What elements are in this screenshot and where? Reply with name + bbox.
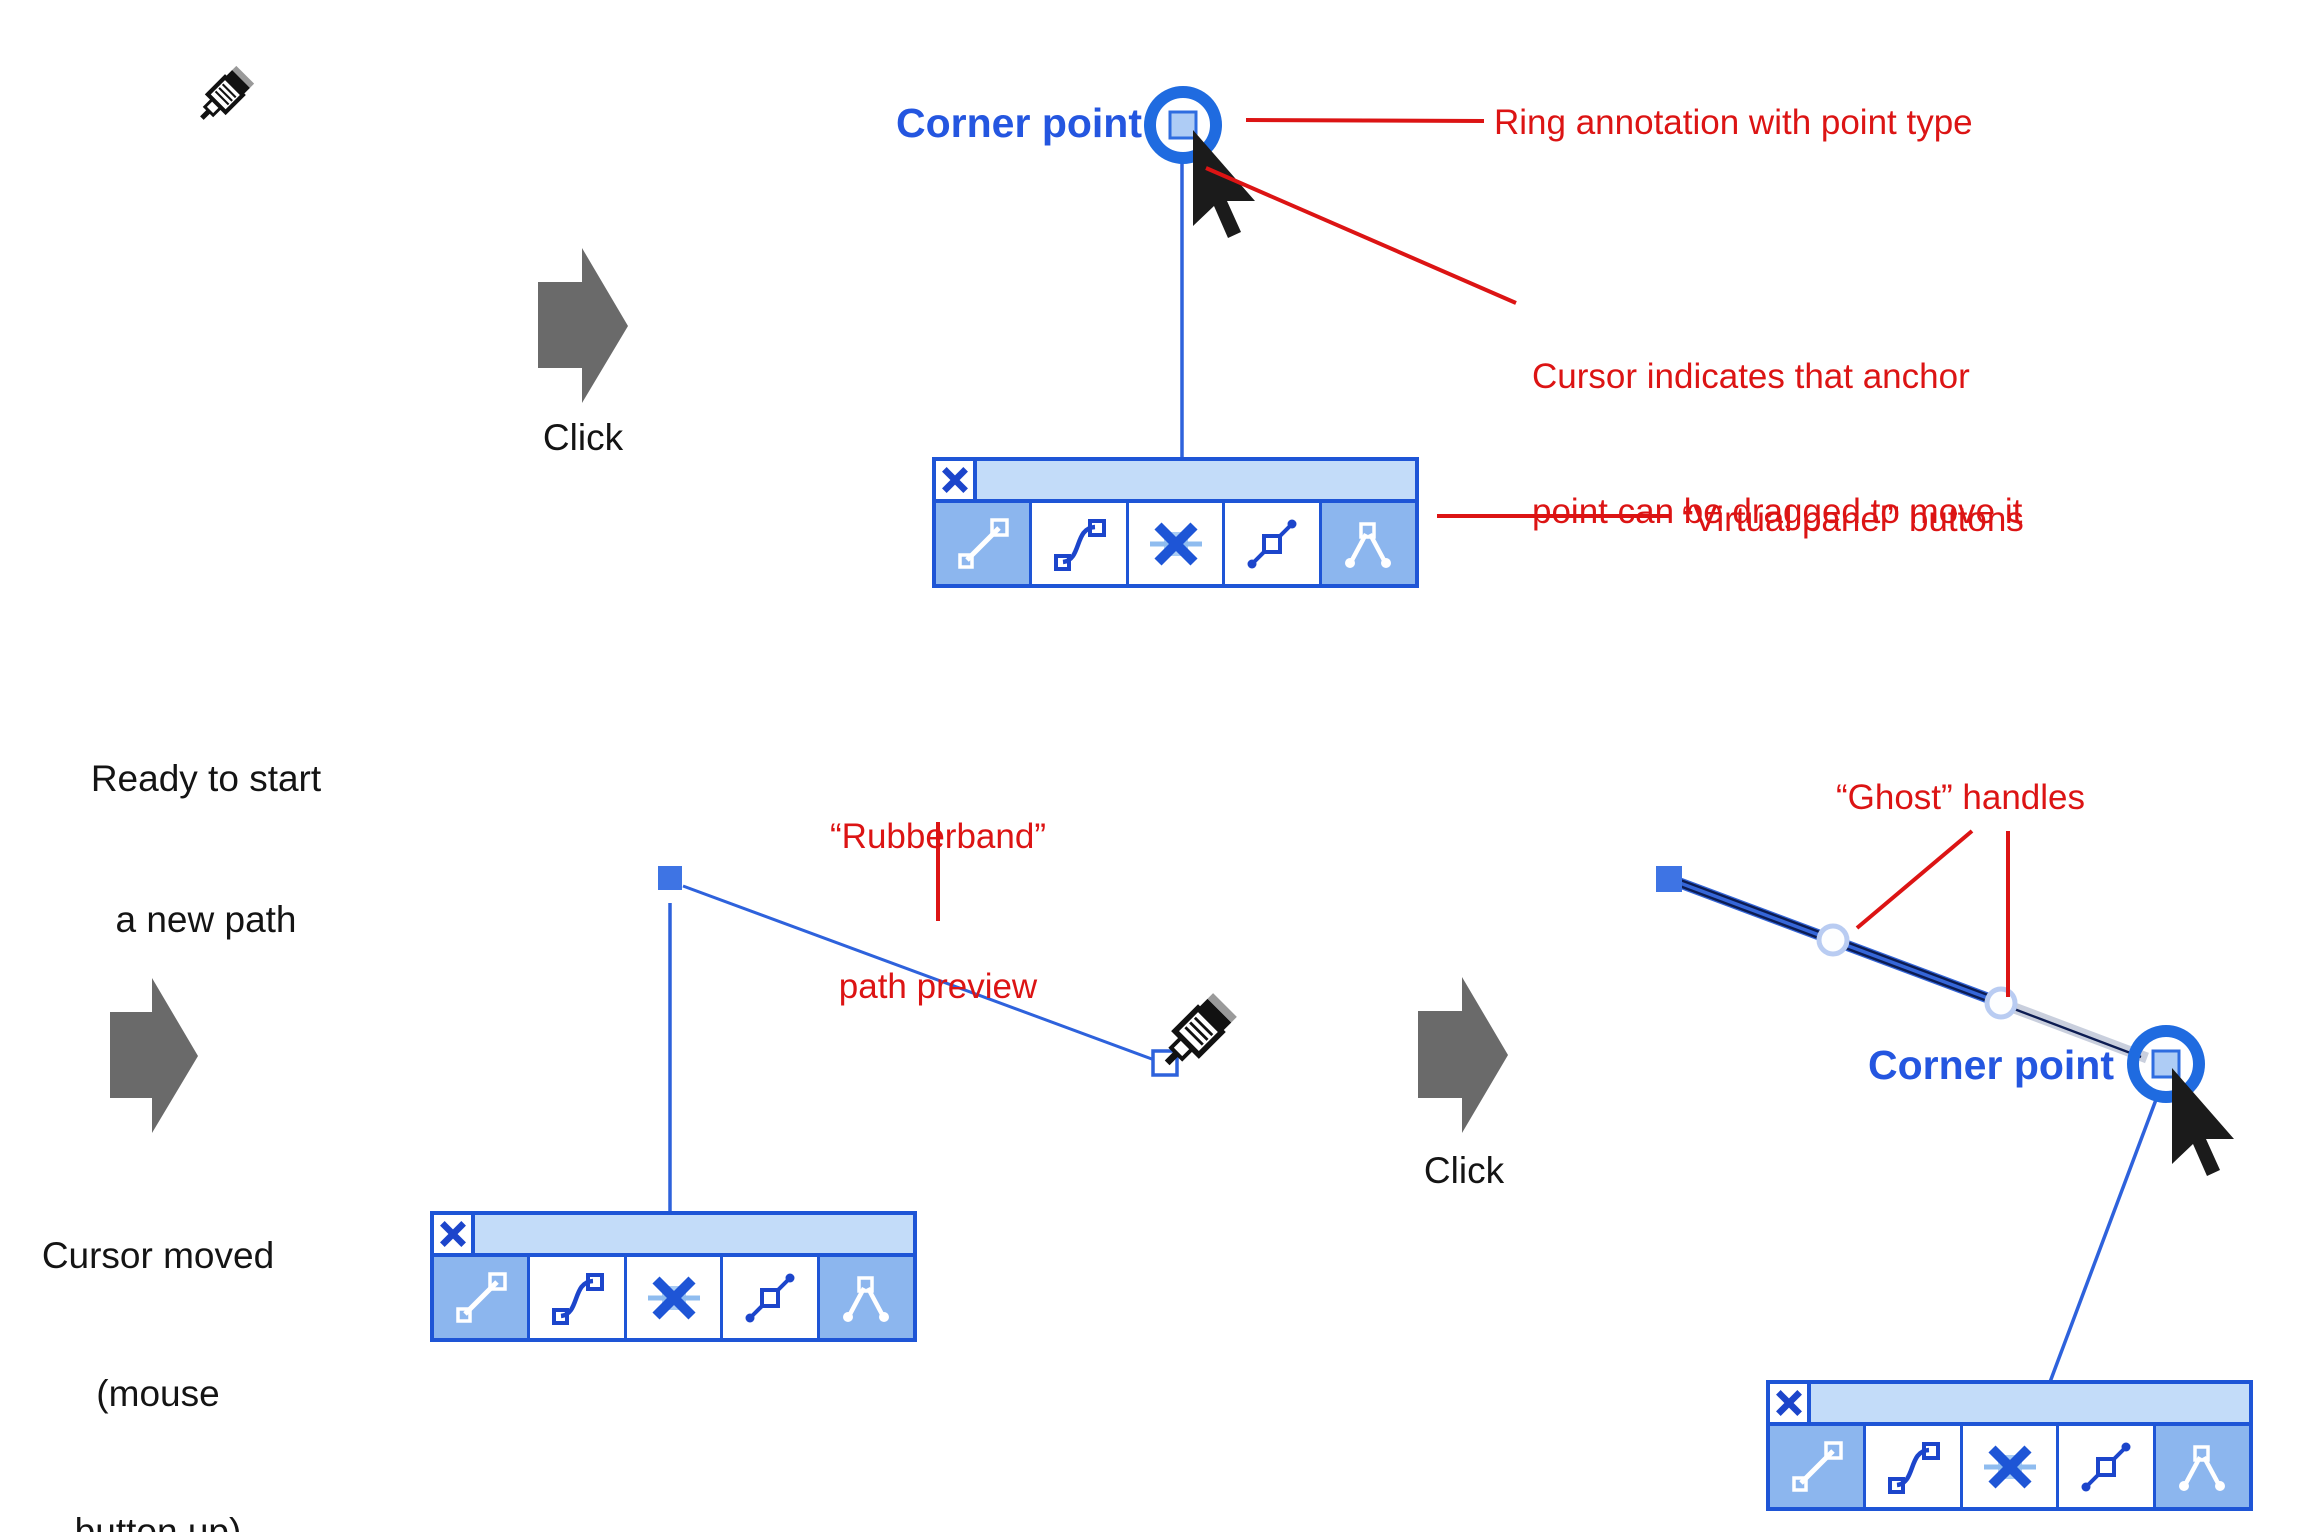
cursor-annotation-line-2: point can be dragged to move it	[1532, 492, 2023, 531]
rubberband-line-2: path preview	[838, 967, 1038, 1006]
anchor-to-panel-connector-3	[2048, 1096, 2159, 1383]
corner-node-icon	[745, 1273, 795, 1322]
anchor-ring-annotation	[1144, 86, 1222, 164]
delete-segment-button[interactable]	[1128, 503, 1223, 584]
corner-point-label-right: Corner point	[1868, 1042, 2114, 1088]
delete-segment-button[interactable]	[626, 1257, 721, 1338]
delete-segment-icon	[1149, 521, 1202, 566]
click-label-2: Click	[1423, 1150, 1505, 1191]
panel-drag-area[interactable]	[475, 1215, 913, 1253]
ready-caption: Ready to start a new path	[58, 661, 354, 1037]
virtual-panel-titlebar	[1770, 1384, 2249, 1422]
angle-node-icon	[2179, 1444, 2226, 1491]
angle-node-button[interactable]	[2155, 1426, 2250, 1507]
delete-segment-icon	[1983, 1444, 2036, 1489]
panel-drag-area[interactable]	[1811, 1384, 2249, 1422]
curve-segment-button[interactable]	[530, 1257, 624, 1338]
corner-node-icon	[1247, 519, 1297, 568]
panel-close-button[interactable]	[1770, 1384, 1811, 1422]
panel-close-button[interactable]	[936, 461, 977, 499]
corner-node-button[interactable]	[1225, 503, 1319, 584]
curve-segment-icon	[1888, 1441, 1941, 1494]
angle-node-button[interactable]	[1321, 503, 1416, 584]
cursor-moved-line-2: (mouse	[96, 1373, 220, 1414]
curve-segment-icon	[552, 1272, 605, 1325]
angle-node-icon	[843, 1275, 890, 1322]
virtual-panel	[430, 1211, 917, 1342]
rubberband-annotation-text: “Rubberband” path preview	[788, 712, 1088, 1112]
straight-segment-icon	[957, 517, 1009, 569]
start-anchor-square-2[interactable]	[1656, 866, 1682, 892]
step-arrow-click-1	[538, 248, 628, 403]
corner-point-label-top: Corner point	[896, 100, 1142, 146]
ghost-handle[interactable]	[1816, 923, 1850, 957]
cursor-moved-line-1: Cursor moved	[41, 1235, 275, 1276]
pen-tool-cursor-icon	[1155, 993, 1237, 1075]
cursor-moved-caption: Cursor moved (mouse button up)	[18, 1141, 298, 1532]
rubberband-line-1: “Rubberband”	[830, 817, 1046, 856]
curve-segment-icon	[1054, 518, 1107, 571]
ready-caption-line-2: a new path	[115, 899, 297, 940]
virtual-panel-annotation-text: “Virtual panel” buttons	[1682, 500, 2024, 539]
ghost-handle[interactable]	[1984, 986, 2018, 1020]
close-icon	[1775, 1390, 1802, 1416]
leader-ghost-handle-1	[1855, 829, 1974, 930]
close-icon	[941, 467, 968, 493]
arrow-cursor-icon	[1193, 130, 1255, 238]
close-icon	[439, 1221, 466, 1247]
corner-node-icon	[2081, 1442, 2131, 1491]
arrow-cursor-icon	[2172, 1068, 2234, 1176]
leader-ring-annotation	[1245, 118, 1485, 123]
delete-segment-icon	[647, 1275, 700, 1320]
panel-button-row	[1770, 1422, 2250, 1507]
anchor-ring-annotation-2	[2127, 1025, 2205, 1103]
curve-segment-button[interactable]	[1032, 503, 1126, 584]
straight-segment-button[interactable]	[1770, 1426, 1864, 1507]
curve-segment-button[interactable]	[1866, 1426, 1960, 1507]
cursor-annotation-text: Cursor indicates that anchor point can b…	[1532, 264, 2022, 624]
rubberband-line	[682, 884, 1161, 1064]
panel-drag-area[interactable]	[977, 461, 1415, 499]
virtual-panel	[1766, 1380, 2253, 1511]
cursor-annotation-line-1: Cursor indicates that anchor	[1532, 357, 1970, 396]
panel-button-row	[936, 499, 1416, 584]
cursor-moved-line-3: button up)	[74, 1511, 242, 1532]
pen-tool-cursor-icon	[193, 66, 254, 127]
straight-segment-icon	[455, 1271, 507, 1323]
ready-caption-line-1: Ready to start	[90, 758, 322, 799]
virtual-panel-slot-3	[1766, 1380, 2253, 1511]
angle-node-button[interactable]	[819, 1257, 914, 1338]
anchor-point[interactable]	[1168, 110, 1198, 140]
segment-tail-centerline	[2000, 1002, 2142, 1059]
straight-segment-button[interactable]	[936, 503, 1030, 584]
angle-node-icon	[1345, 521, 1392, 568]
corner-node-button[interactable]	[723, 1257, 817, 1338]
virtual-panel-titlebar	[434, 1215, 913, 1253]
virtual-panel-slot-2	[430, 1211, 917, 1342]
straight-segment-icon	[1791, 1440, 1843, 1492]
ring-annotation-text: Ring annotation with point type	[1494, 103, 1973, 142]
step-arrow-click-2	[1418, 977, 1508, 1133]
panel-close-button[interactable]	[434, 1215, 475, 1253]
virtual-panel-slot-1	[932, 457, 1419, 588]
straight-segment-button[interactable]	[434, 1257, 528, 1338]
leader-cursor-annotation	[1205, 166, 1517, 305]
virtual-panel	[932, 457, 1419, 588]
virtual-panel-titlebar	[936, 461, 1415, 499]
start-anchor-square[interactable]	[658, 866, 682, 890]
panel-button-row	[434, 1253, 914, 1338]
delete-segment-button[interactable]	[1962, 1426, 2057, 1507]
step-arrow-cursor-moved	[110, 978, 198, 1133]
corner-node-button[interactable]	[2059, 1426, 2153, 1507]
ghost-handles-annotation-text: “Ghost” handles	[1836, 778, 2086, 817]
click-label-1: Click	[542, 417, 624, 458]
